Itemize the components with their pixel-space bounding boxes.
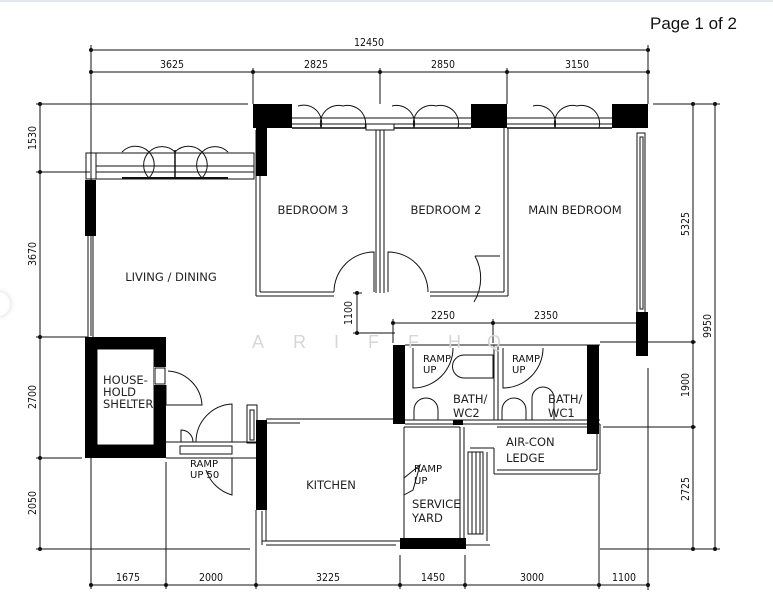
room-bedroom-3: BEDROOM 3 [278,203,349,217]
room-living-dining: LIVING / DINING [125,270,217,284]
dimension-left [36,102,250,551]
svg-text:F: F [368,332,379,352]
svg-text:R: R [293,332,306,352]
svg-text:SERVICE: SERVICE [412,497,460,511]
svg-text:HOUSE-: HOUSE- [103,373,148,387]
page-indicator: Page 1 of 2 [650,14,737,33]
dim-bottom-2: 2000 [199,572,223,584]
dim-left-4: 2050 [27,491,39,515]
dim-bottom-3: 3225 [316,572,340,584]
dim-top-2: 2825 [304,59,328,71]
room-household-shelter: HOUSE- HOLD SHELTER [103,373,153,411]
window-bedrooms [292,104,612,131]
dimension-bottom [89,458,650,589]
svg-text:UP: UP [512,365,525,376]
dim-right-2: 1900 [680,373,692,397]
dimension-top [89,45,650,336]
svg-text:UP: UP [414,476,427,487]
room-bath-wc2: BATH/ WC2 [453,392,488,420]
walls [87,128,646,546]
svg-text:HOLD: HOLD [103,385,136,399]
svg-text:BATH/: BATH/ [453,392,488,406]
dim-bottom-4: 1450 [421,572,445,584]
dim-right-3: 2725 [680,477,692,501]
svg-text:H: H [448,332,461,352]
structural-columns [85,104,648,549]
svg-text:I: I [334,332,339,352]
svg-text:Q: Q [487,332,501,352]
dim-bottom-1: 1675 [116,572,140,584]
svg-text:RAMP: RAMP [414,464,442,475]
svg-text:A: A [252,332,264,352]
room-kitchen: KITCHEN [306,478,356,492]
annotation-ramp-up-wc1: RAMP UP [512,354,540,376]
watermark: A R I F F H Q [252,332,501,352]
dim-corridor: 1100 [343,301,355,325]
dimension-interior [353,291,642,343]
dim-top-3: 2850 [431,59,455,71]
dim-left-1: 1530 [27,126,39,150]
svg-text:SHELTER: SHELTER [103,397,153,411]
room-bedroom-2: BEDROOM 2 [411,203,482,217]
svg-text:UP 50: UP 50 [190,470,219,481]
dim-right-total: 9950 [702,314,714,338]
dim-left-2: 3670 [27,242,39,266]
doors [165,251,544,496]
room-bath-wc1: BATH/ WC1 [548,392,583,420]
annotation-ramp-up-yard: RAMP UP [414,464,442,487]
svg-text:LEDGE: LEDGE [506,451,545,465]
svg-text:WC2: WC2 [453,406,480,420]
dim-top-4: 3150 [565,59,589,71]
sanitary-fixtures [413,354,555,421]
dim-top-total: 12450 [354,37,384,49]
side-scroll-handle[interactable] [0,292,10,316]
svg-text:F: F [408,332,419,352]
dimension-right [600,102,720,590]
room-aircon-ledge: AIR-CON LEDGE [506,435,555,465]
svg-text:RAMP: RAMP [512,354,540,365]
dim-right-1: 5325 [680,212,692,236]
dim-bottom-5: 3000 [520,572,544,584]
room-main-bedroom: MAIN BEDROOM [528,203,621,217]
top-border [0,0,773,2]
svg-text:RAMP: RAMP [423,354,451,365]
svg-text:BATH/: BATH/ [548,392,583,406]
dim-left-3: 2700 [27,385,39,409]
annotation-ramp-up-50: RAMP UP 50 [190,459,219,481]
svg-text:YARD: YARD [411,511,443,525]
dim-wc2: 2250 [431,310,455,322]
svg-text:RAMP: RAMP [190,459,218,470]
annotation-ramp-up-wc2: RAMP UP [423,354,451,376]
room-service-yard: SERVICE YARD [411,497,460,525]
svg-text:AIR-CON: AIR-CON [506,435,555,449]
dim-bottom-6: 1100 [612,572,636,584]
svg-text:WC1: WC1 [548,406,575,420]
window-living [85,145,255,180]
dim-top-1: 3625 [160,59,184,71]
dim-wc1: 2350 [534,310,558,322]
svg-text:UP: UP [423,365,436,376]
